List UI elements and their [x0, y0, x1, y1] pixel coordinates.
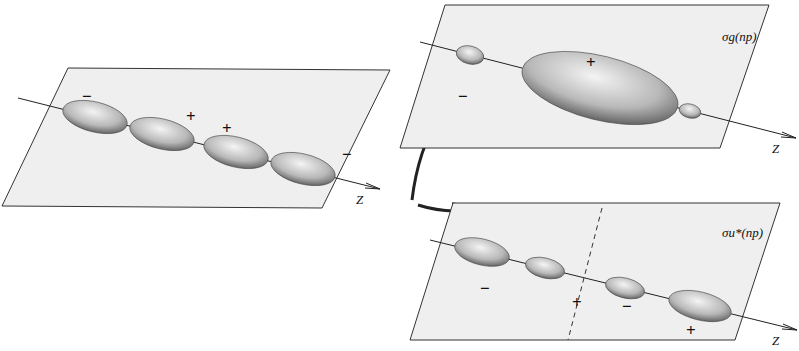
orbital-sign: + — [586, 54, 596, 71]
orbital-sign: + — [686, 322, 696, 339]
axis-label: Z — [772, 142, 779, 155]
orbital-sign: − — [82, 88, 92, 105]
orbital-name: σu*(np) — [722, 226, 763, 239]
orbital-name: σg(np) — [722, 30, 757, 43]
axis-label: Z — [772, 334, 779, 347]
orbital-sign: + — [186, 108, 196, 125]
orbital-sign: − — [342, 146, 352, 163]
axis-label: Z — [356, 193, 363, 206]
orbital-sign: − — [458, 88, 468, 105]
orbital-sign: + — [572, 294, 582, 311]
orbital-sign: − — [480, 280, 490, 297]
orbital-sign: + — [222, 120, 232, 137]
orbital-sign: − — [622, 298, 632, 315]
